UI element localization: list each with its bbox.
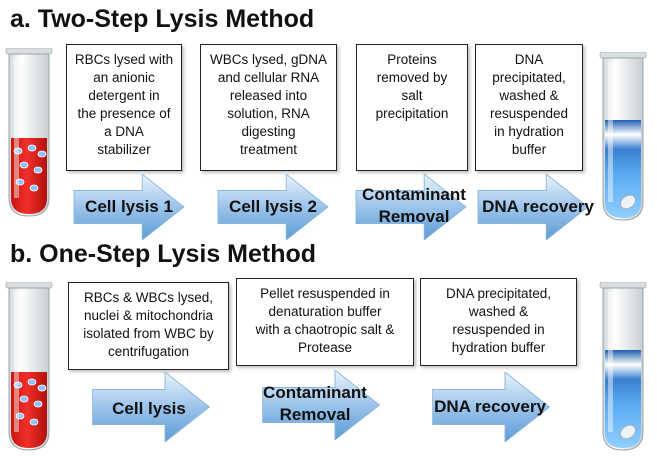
step-description-box: Proteins removed by salt precipitation	[356, 44, 468, 171]
step-description-text: Proteins removed by salt precipitation	[375, 52, 449, 121]
step-label: Cell lysis 1	[85, 197, 173, 216]
step-description-box: DNA precipitated, washed & resuspended i…	[475, 44, 583, 171]
dna-solution-tube-icon	[598, 282, 648, 452]
step-label: DNA recovery	[434, 397, 546, 416]
step-label: DNA recovery	[482, 197, 594, 216]
blood-tube-icon	[4, 48, 54, 218]
step-description-box: DNA precipitated, washed & resuspended i…	[420, 278, 577, 366]
step-label: Contaminant Removal	[362, 185, 466, 226]
dna-solution-tube-icon	[598, 52, 648, 222]
step-description-box: Pellet resuspended in denaturation buffe…	[236, 278, 414, 366]
step-label: Cell lysis 2	[229, 197, 317, 216]
blood-tube-icon	[4, 282, 54, 452]
section-b-title: b. One-Step Lysis Method	[10, 240, 317, 268]
step-description-text: Pellet resuspended in denaturation buffe…	[255, 286, 395, 355]
step-description-text: DNA precipitated, washed & resuspended i…	[489, 52, 569, 157]
section-a-title: a. Two-Step Lysis Method	[10, 5, 315, 33]
step-description-text: RBCs & WBCs lysed, nuclei & mitochondria…	[83, 290, 214, 359]
step-description-box: RBCs lysed with an anionic detergent in …	[66, 44, 182, 171]
step-label: Contaminant Removal	[263, 383, 367, 424]
step-description-text: RBCs lysed with an anionic detergent in …	[74, 52, 174, 157]
step-description-box: RBCs & WBCs lysed, nuclei & mitochondria…	[68, 282, 229, 370]
step-description-text: DNA precipitated, washed & resuspended i…	[445, 286, 552, 355]
step-label: Cell lysis	[112, 399, 186, 418]
step-description-text: WBCs lysed, gDNA and cellular RNA releas…	[209, 52, 328, 157]
step-description-box: WBCs lysed, gDNA and cellular RNA releas…	[200, 44, 337, 171]
